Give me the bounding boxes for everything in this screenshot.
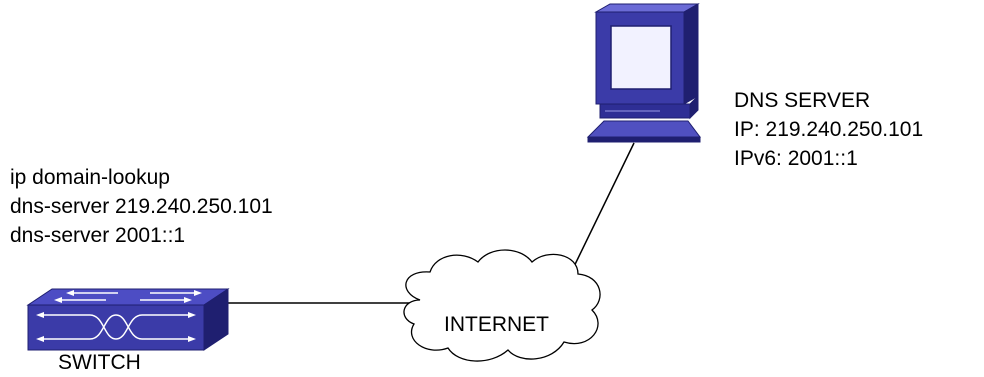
config-line-dns-server-ipv6: dns-server 2001::1 (10, 224, 186, 247)
switch-label: SWITCH (58, 351, 141, 374)
switch-icon (26, 288, 230, 351)
internet-label: INTERNET (444, 313, 549, 336)
computer-icon (586, 3, 701, 143)
config-line-dns-server-ipv4: dns-server 219.240.250.101 (10, 195, 273, 218)
link-internet-dns-server (565, 142, 635, 284)
dns-server-ipv6: IPv6: 2001::1 (734, 147, 858, 170)
switch-config-text: ip domain-lookup dns-server 219.240.250.… (10, 163, 273, 250)
dns-server-info: DNS SERVER IP: 219.240.250.101 IPv6: 200… (734, 86, 923, 173)
dns-server-name: DNS SERVER (734, 89, 871, 112)
internet-cloud-icon (403, 249, 601, 362)
config-line-domain-lookup: ip domain-lookup (10, 166, 170, 189)
dns-server-ip: IP: 219.240.250.101 (734, 118, 924, 141)
